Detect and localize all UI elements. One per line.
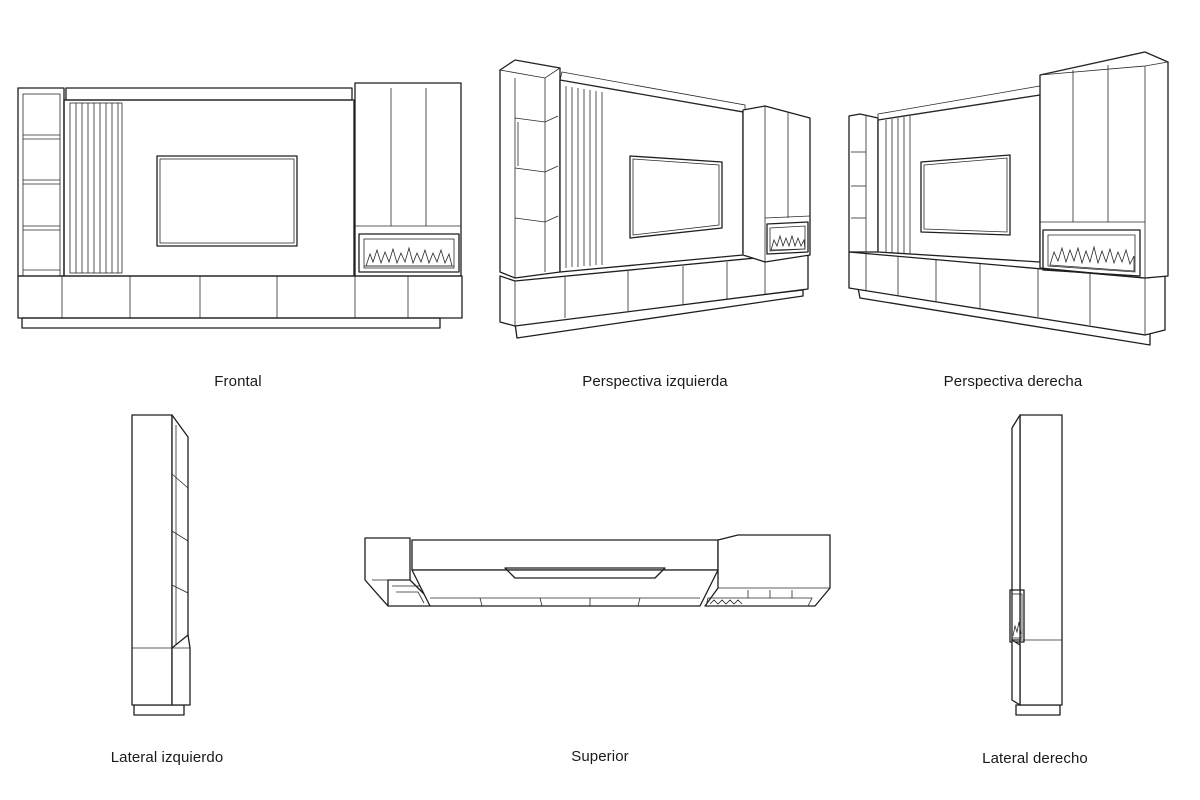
sup-right-block [704, 534, 831, 607]
frontal-lower-cabinet [17, 275, 463, 319]
perspectiva-derecha-view [848, 51, 1170, 346]
persp-izq-center-panel [559, 79, 744, 273]
frontal-fireplace [358, 233, 460, 273]
frontal-tv [156, 155, 298, 247]
lat-izq-side-panel [131, 414, 173, 706]
lateral-izquierdo-view [131, 414, 191, 716]
perspectiva-izquierda-view [498, 59, 811, 339]
caption-lateral-izquierdo: Lateral izquierdo [110, 749, 224, 766]
lat-izq-shelves [171, 414, 189, 649]
sup-fireplace-top [705, 597, 813, 607]
persp-izq-right-cabinet [742, 105, 811, 263]
persp-izq-slatted-panel [565, 86, 603, 268]
persp-der-tv [920, 154, 1011, 236]
persp-der-fireplace [1042, 229, 1141, 277]
caption-perspectiva-derecha: Perspectiva derecha [943, 373, 1083, 390]
persp-der-left-bookshelf [848, 113, 879, 253]
caption-lateral-derecho: Lateral derecho [982, 750, 1088, 767]
sup-center-top [411, 539, 719, 571]
lateral-derecho-view [1009, 414, 1063, 716]
frontal-center-panel [63, 99, 355, 277]
frontal-plinth [21, 317, 441, 329]
persp-der-center-panel [877, 94, 1041, 263]
caption-superior: Superior [571, 748, 629, 765]
superior-view [364, 534, 831, 607]
lat-der-side-panel [1019, 414, 1063, 706]
caption-perspectiva-izquierda: Perspectiva izquierda [582, 373, 728, 390]
frontal-left-bookshelf [17, 87, 65, 277]
persp-izq-tv [629, 155, 723, 239]
sup-tv-top [504, 567, 666, 579]
frontal-right-cabinet [354, 82, 462, 277]
frontal-slatted-panel [69, 102, 123, 274]
caption-frontal: Frontal [214, 373, 262, 390]
persp-der-slatted-panel [885, 116, 911, 254]
persp-der-right-cabinet [1039, 51, 1169, 279]
persp-izq-fireplace [766, 221, 809, 255]
frontal-view [17, 82, 463, 329]
lat-der-front-edge [1011, 414, 1021, 641]
lat-der-fireplace [1009, 589, 1025, 643]
